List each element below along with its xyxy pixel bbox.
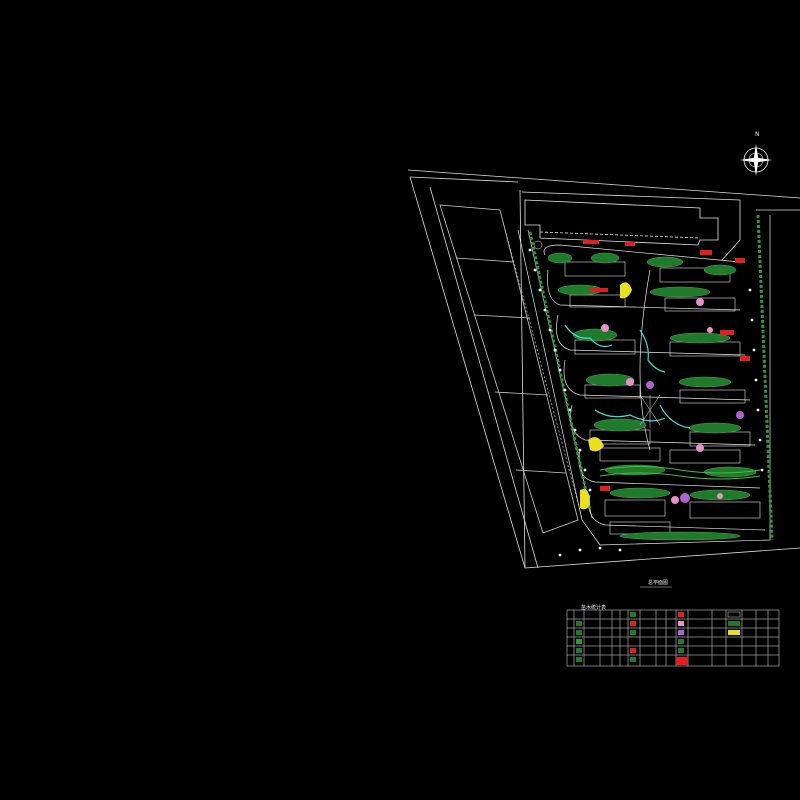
north-arrow-icon [740, 144, 772, 176]
tree-symbols [528, 248, 764, 557]
site-boundary-road [407, 169, 800, 569]
central-plaza-axis [533, 240, 661, 428]
planting-legend-table [566, 609, 780, 667]
north-label: N [755, 131, 760, 138]
parking-lots [439, 204, 583, 534]
flowering-red-planting [583, 240, 750, 491]
legend-title: 苗木统计表 [581, 605, 607, 611]
evergreen-planting [547, 252, 757, 541]
plan-title: 总平面图 [648, 580, 669, 586]
green-lawn-band [599, 466, 761, 480]
yellow-lawn [580, 282, 632, 510]
north-building-row [524, 199, 719, 246]
legend-swatches [576, 611, 741, 665]
water-feature [564, 324, 691, 429]
flowering-pink-planting [601, 298, 723, 504]
